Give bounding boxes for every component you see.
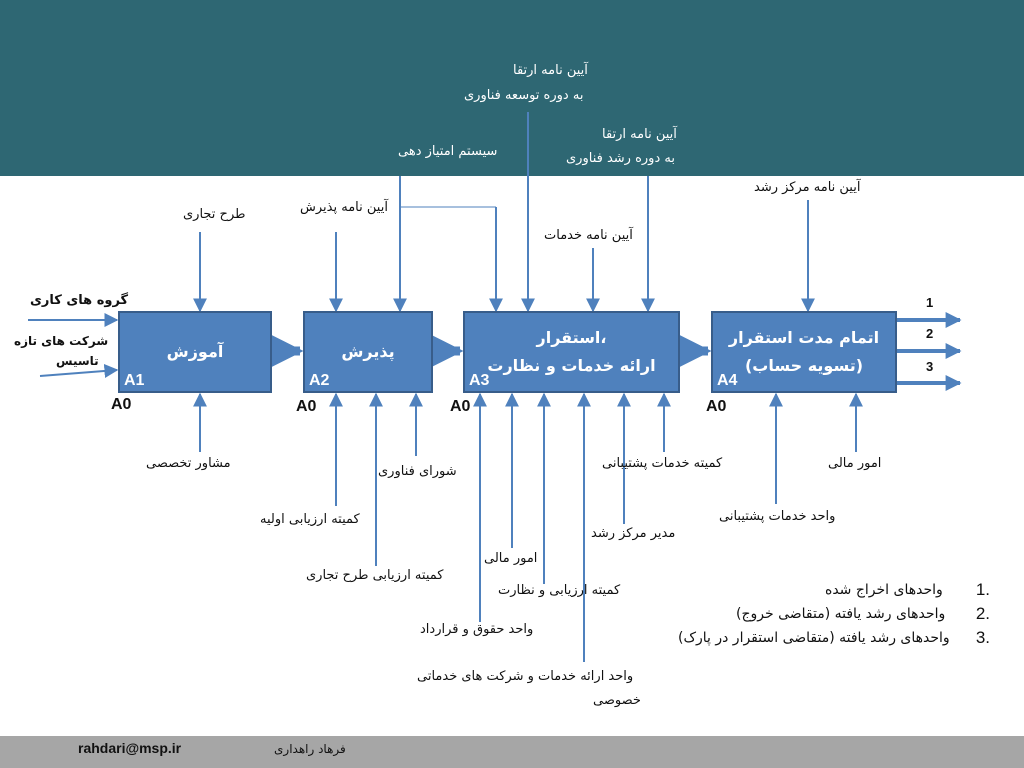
input-arrow-new-companies: [39, 364, 119, 378]
label-admission-regulation: آیین نامه پذیرش: [300, 200, 388, 215]
legend-text: واحدهای رشد یافته (متقاضی استقرار در پار…: [678, 630, 950, 646]
a0-label-a2: A0: [296, 398, 317, 415]
legend-text: واحدهای اخراج شده: [825, 582, 943, 598]
box-title: آموزش: [166, 342, 224, 361]
legend-index: 3.: [975, 628, 990, 647]
label-service-provision-unit-line2: خصوصی: [593, 693, 641, 708]
box-title-line2: (تسویه حساب): [744, 356, 864, 375]
box-title: پذیرش: [341, 342, 395, 361]
process-box-a4: اتمام مدت استقرار (تسویه حساب) A4: [711, 311, 897, 393]
label-technology-council: شورای فناوری: [378, 464, 457, 479]
output-legend: واحدهای اخراج شده 1. واحدهای رشد یافته (…: [660, 578, 990, 650]
a0-label-a1: A0: [111, 396, 132, 413]
label-new-companies-line1: شرکت های تازه: [14, 334, 109, 348]
box-code: A4: [717, 372, 738, 389]
legend-item: واحدهای رشد یافته (متقاضی استقرار در پار…: [660, 626, 990, 650]
label-growth-center-regulation: آیین نامه مرکز رشد: [754, 180, 861, 195]
label-business-plan: طرح تجاری: [183, 207, 246, 222]
label-support-services-unit: واحد خدمات پشتیبانی: [719, 509, 836, 524]
label-support-services-committee: کمیته خدمات پشتیبانی: [602, 456, 723, 471]
legend-text: واحدهای رشد یافته (متقاضی خروج): [736, 606, 946, 622]
label-financial-affairs-a4: امور مالی: [828, 456, 882, 471]
output-number-3: 3: [926, 359, 934, 374]
label-financial-affairs-a3: امور مالی: [484, 551, 538, 566]
a0-label-a4: A0: [706, 398, 727, 415]
box-title-line1: استقرار،: [536, 328, 607, 347]
footer-email: rahdari@msp.ir: [78, 740, 182, 756]
label-growth-center-manager: مدیر مرکز رشد: [591, 526, 676, 541]
label-tech-dev-promotion-line2: به دوره توسعه فناوری: [464, 88, 584, 103]
label-service-provision-unit-line1: واحد ارائه خدمات و شرکت های خدماتی: [417, 669, 634, 684]
footer-band: [0, 736, 1024, 768]
label-evaluation-supervision-committee: کمیته ارزیابی و نظارت: [498, 583, 621, 598]
header-band: [0, 0, 1024, 176]
box-title-line1: اتمام مدت استقرار: [728, 328, 880, 347]
label-tech-dev-promotion-line1: آیین نامه ارتقا: [513, 63, 588, 78]
footer-author: فرهاد راهداری: [274, 742, 346, 756]
box-title-line2: ارائه خدمات و نظارت: [487, 356, 656, 375]
label-initial-evaluation-committee: کمیته ارزیابی اولیه: [260, 512, 360, 527]
label-services-regulation: آیین نامه خدمات: [544, 228, 633, 243]
process-box-a1: آموزش A1: [118, 311, 272, 393]
label-legal-contract-unit: واحد حقوق و قرارداد: [420, 622, 534, 637]
a0-label-a3: A0: [450, 398, 471, 415]
label-work-groups: گروه های کاری: [30, 293, 129, 308]
label-business-plan-evaluation-committee: کمیته ارزیابی طرح تجاری: [306, 568, 444, 583]
box-code: A3: [469, 372, 490, 389]
box-code: A1: [124, 372, 145, 389]
label-specialist-advisor: مشاور تخصصی: [146, 456, 231, 471]
label-tech-growth-promotion-line2: به دوره رشد فناوری: [566, 151, 675, 166]
label-tech-growth-promotion-line1: آیین نامه ارتقا: [602, 127, 677, 142]
process-box-a2: پذیرش A2: [303, 311, 433, 393]
label-new-companies-line2: تاسیس: [56, 354, 99, 368]
legend-item: واحدهای رشد یافته (متقاضی خروج) 2.: [660, 602, 990, 626]
output-number-1: 1: [926, 295, 934, 310]
output-number-2: 2: [926, 326, 934, 341]
box-code: A2: [309, 372, 330, 389]
legend-item: واحدهای اخراج شده 1.: [660, 578, 990, 602]
process-box-a3: استقرار، ارائه خدمات و نظارت A3: [463, 311, 680, 393]
legend-index: 1.: [975, 580, 990, 599]
legend-index: 2.: [975, 604, 990, 623]
label-scoring-system: سیستم امتیاز دهی: [398, 144, 498, 159]
